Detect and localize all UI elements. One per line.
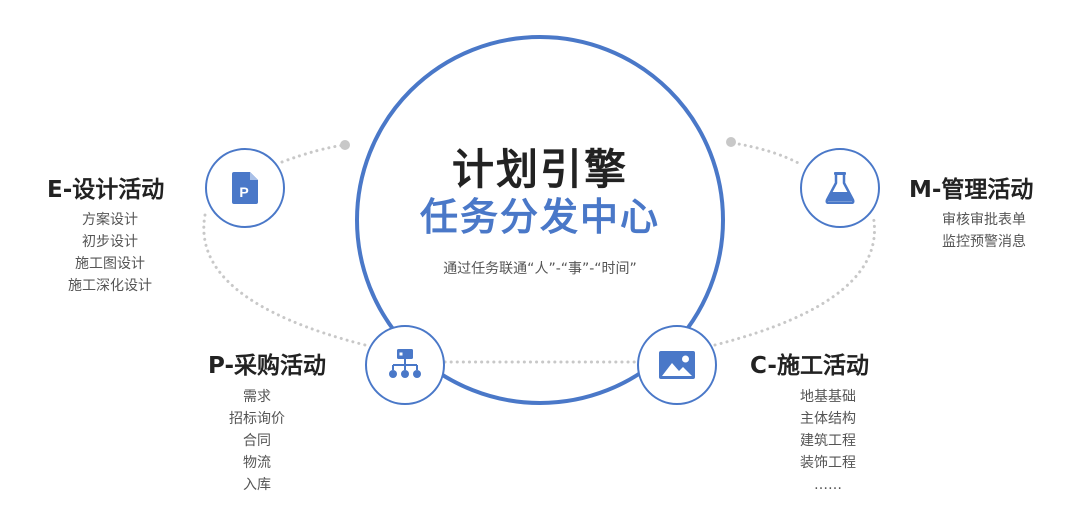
dotted-orbit-top-left bbox=[280, 143, 347, 164]
list-item: 需求 bbox=[243, 389, 271, 405]
list-item: 物流 bbox=[243, 455, 271, 471]
list-item: 施工图设计 bbox=[75, 256, 145, 272]
orbit-end-dot-left bbox=[340, 140, 350, 150]
node-p-items: 需求 招标询价 合同 物流 入库 bbox=[210, 386, 304, 496]
list-item: 合同 bbox=[243, 433, 271, 449]
list-item: …… bbox=[814, 477, 842, 493]
node-p-title: P-采购活动 bbox=[208, 353, 326, 379]
list-item: 建筑工程 bbox=[800, 433, 856, 449]
node-p-procurement[interactable] bbox=[365, 325, 445, 405]
central-circle bbox=[355, 35, 725, 405]
hierarchy-icon bbox=[389, 349, 421, 378]
svg-text:P: P bbox=[239, 184, 248, 200]
list-item: 招标询价 bbox=[229, 411, 285, 427]
dotted-orbit-left bbox=[202, 213, 367, 347]
list-item: 方案设计 bbox=[82, 212, 138, 228]
flask-icon bbox=[825, 172, 855, 204]
list-item: 审核审批表单 bbox=[942, 212, 1026, 228]
dotted-orbit-top-right bbox=[731, 141, 804, 167]
list-item: 初步设计 bbox=[82, 234, 138, 250]
orbit-end-dot-right bbox=[726, 137, 736, 147]
center-title-line1: 计划引擎 bbox=[451, 145, 628, 194]
node-m-management[interactable] bbox=[800, 148, 880, 228]
center-subtitle: 通过任务联通“人”-“事”-“时间” bbox=[443, 261, 637, 277]
document-p-icon: P bbox=[232, 172, 258, 204]
image-icon bbox=[659, 351, 695, 379]
node-c-title: C-施工活动 bbox=[750, 353, 869, 379]
list-item: 监控预警消息 bbox=[942, 234, 1026, 250]
list-item: 装饰工程 bbox=[800, 455, 856, 471]
node-e-design[interactable]: P bbox=[205, 148, 285, 228]
dotted-orbit-right bbox=[713, 213, 876, 347]
center-title-line2: 任务分发中心 bbox=[419, 195, 660, 239]
node-m-title: M-管理活动 bbox=[909, 177, 1034, 203]
node-e-title: E-设计活动 bbox=[47, 177, 165, 203]
list-item: 地基基础 bbox=[800, 389, 856, 405]
node-c-items: 地基基础 主体结构 建筑工程 装饰工程 …… bbox=[780, 386, 876, 496]
node-m-items: 审核审批表单 监控预警消息 bbox=[924, 209, 1044, 253]
node-c-construction[interactable] bbox=[637, 325, 717, 405]
list-item: 主体结构 bbox=[800, 411, 856, 427]
list-item: 施工深化设计 bbox=[68, 278, 152, 294]
node-e-items: 方案设计 初步设计 施工图设计 施工深化设计 bbox=[48, 209, 172, 297]
list-item: 入库 bbox=[243, 477, 271, 493]
